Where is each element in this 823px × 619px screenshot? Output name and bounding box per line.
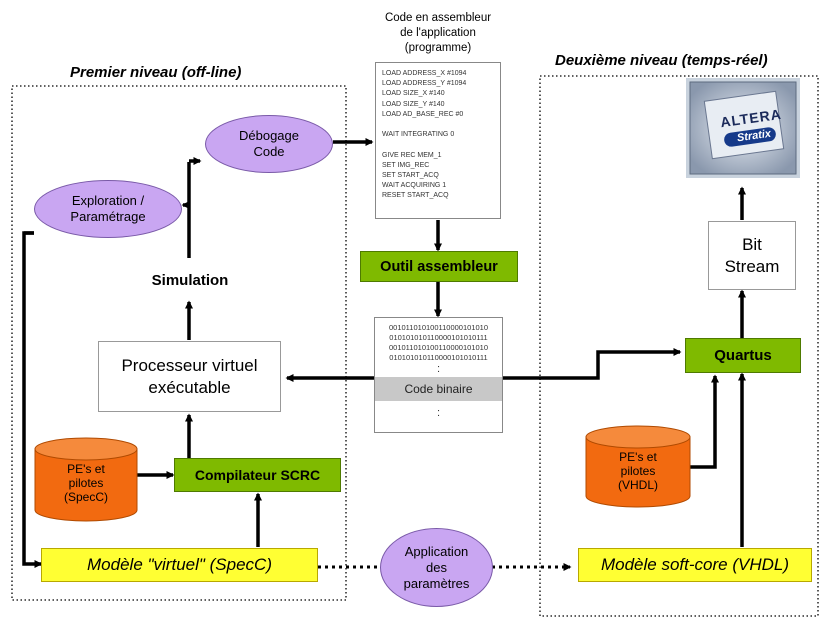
modele-softcore-box: Modèle soft-core (VHDL): [578, 548, 812, 582]
code-line: LOAD ADDRESS_Y #1094: [382, 80, 467, 88]
code-binaire-label: Code binaire: [375, 377, 502, 401]
code-line: LOAD AD_BASE_REC #0: [382, 110, 464, 118]
binary-dots-bottom: :: [436, 407, 441, 419]
assembly-code-box: LOAD ADDRESS_X #1094 LOAD ADDRESS_Y #109…: [375, 62, 501, 219]
cylinder-pe-vhdl: [585, 425, 691, 508]
binary-line: 010101010110000101010111: [389, 333, 488, 342]
code-line: LOAD SIZE_Y #140: [382, 100, 445, 108]
code-line: GIVE REC MEM_1: [382, 151, 442, 159]
binary-line: 001011010100110000101010: [389, 343, 488, 352]
altera-stratix-chip: [686, 78, 800, 178]
cylinder-pe-specc: [34, 437, 138, 522]
code-line: RESET START_ACQ: [382, 192, 449, 200]
debogage-code-node: Débogage Code: [205, 115, 333, 173]
processeur-virtuel-box: Processeur virtuel exécutable: [98, 341, 281, 412]
offline-section-title: Premier niveau (off-line): [70, 64, 242, 81]
simulation-label: Simulation: [151, 272, 229, 289]
arrow-pevhdl-quartus: [690, 374, 719, 469]
binary-line: 010101010110000101010111: [389, 353, 488, 362]
pe-specc-label-wrap: PE's et pilotes (SpecC): [35, 462, 137, 520]
code-line: WAIT INTEGRATING 0: [382, 131, 455, 139]
code-line: LOAD SIZE_X #140: [382, 90, 445, 98]
modele-virtuel-box: Modèle "virtuel" (SpecC): [41, 548, 318, 582]
code-line: SET IMG_REC: [382, 161, 430, 169]
arrow-binary-quartus: [503, 348, 682, 380]
code-line: [382, 140, 496, 150]
pe-vhdl-label: PE's et pilotes (VHDL): [617, 450, 658, 492]
pe-vhdl-label-wrap: PE's et pilotes (VHDL): [586, 450, 690, 508]
binary-line: 001011010100110000101010: [389, 323, 488, 332]
binary-code-box: 001011010100110000101010 010101010110000…: [374, 317, 503, 433]
pe-specc-label: PE's et pilotes (SpecC): [63, 462, 108, 504]
compilateur-scrc-box: Compilateur SCRC: [174, 458, 341, 492]
application-parametres-node: Application des paramètres: [380, 528, 493, 607]
quartus-box: Quartus: [685, 338, 801, 373]
outil-assembleur-box: Outil assembleur: [360, 251, 518, 282]
bitstream-box: Bit Stream: [708, 221, 796, 290]
code-line: LOAD ADDRESS_X #1094: [382, 70, 467, 77]
realtime-section-title: Deuxième niveau (temps-réel): [555, 52, 768, 69]
code-title: Code en assembleur de l'application (pro…: [384, 12, 492, 54]
code-line: WAIT ACQUIRING 1: [382, 182, 447, 190]
realtime-frame: [539, 75, 819, 617]
code-line: [382, 120, 496, 130]
code-line: SET START_ACQ: [382, 171, 439, 179]
exploration-node: Exploration / Paramétrage: [34, 180, 182, 238]
binary-dots-top: :: [436, 363, 441, 375]
